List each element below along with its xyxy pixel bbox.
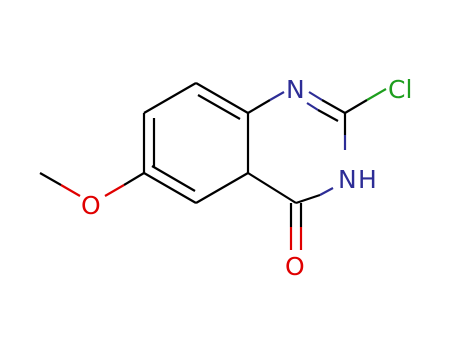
atom-o-methoxy-label: O <box>81 191 101 220</box>
bond-n1-c2-c <box>321 99 346 114</box>
atom-n3-label: N <box>338 165 357 194</box>
bond-n1-c2 <box>308 91 323 101</box>
bond-c6-o-o <box>104 184 125 197</box>
bond-c4a-c5 <box>195 172 249 204</box>
bond-n1-c2-inner-c <box>317 109 339 122</box>
atom-o-carbonyl-label: O <box>285 252 305 281</box>
bond-o-ch3 <box>39 172 62 186</box>
chloro-substituent <box>344 88 387 114</box>
bond-c8a-n1 <box>247 99 271 114</box>
bond-c8-c8a <box>195 82 249 114</box>
bond-c8-c8a-inner <box>197 94 241 120</box>
bond-c2-cl <box>344 99 368 114</box>
bond-c7-c8 <box>143 82 197 114</box>
carbonyl-group <box>289 203 303 250</box>
pyrimidinone-ring <box>247 91 347 205</box>
bond-o-ch3-o <box>60 184 81 197</box>
bond-c8a-n1-n <box>269 91 285 101</box>
methoxy-group <box>39 172 145 197</box>
benzene-ring <box>142 82 250 204</box>
bond-c6-o <box>123 172 145 186</box>
bond-n3-c4 <box>319 187 334 196</box>
bond-n3-c4-c <box>295 193 321 205</box>
atom-cl-label: Cl <box>388 75 412 104</box>
bond-c5-c6-inner <box>151 165 196 192</box>
bond-c2-cl-cl <box>366 88 387 101</box>
bond-c4-c4a <box>247 172 297 204</box>
atom-n1-label: N <box>286 75 305 104</box>
bond-n1-c2-inner-n <box>306 102 319 111</box>
atom-h3-label: H <box>358 165 377 194</box>
bond-c5-c6 <box>143 172 197 204</box>
